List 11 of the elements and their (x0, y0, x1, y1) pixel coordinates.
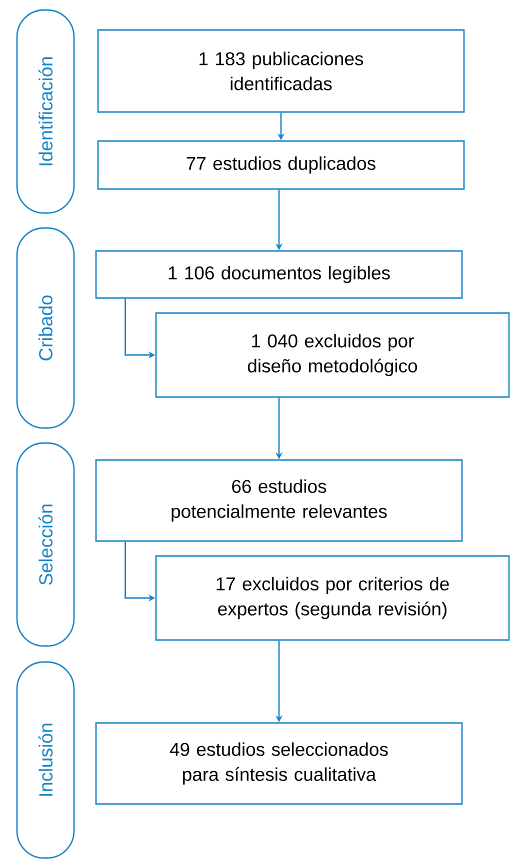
process-box: 1 040 excluidos por diseño metodológico (155, 312, 510, 398)
stage-label: Identificación (16, 9, 75, 214)
process-box: 17 excluidos por criterios de expertos (segunda revisión) (155, 555, 510, 641)
process-box: 49 estudios seleccionados para síntesis cualitativa (95, 722, 463, 805)
stage-label: Cribado (16, 227, 75, 429)
stage-label: Inclusión (16, 661, 75, 859)
process-box: 1 183 publicaciones identificadas (97, 29, 465, 113)
process-box: 77 estudios duplicados (97, 140, 465, 190)
process-box: 66 estudios potencialmente relevantes (95, 459, 463, 542)
stage-label: Selección (16, 442, 75, 647)
process-box: 1 106 documentos legibles (95, 250, 463, 299)
